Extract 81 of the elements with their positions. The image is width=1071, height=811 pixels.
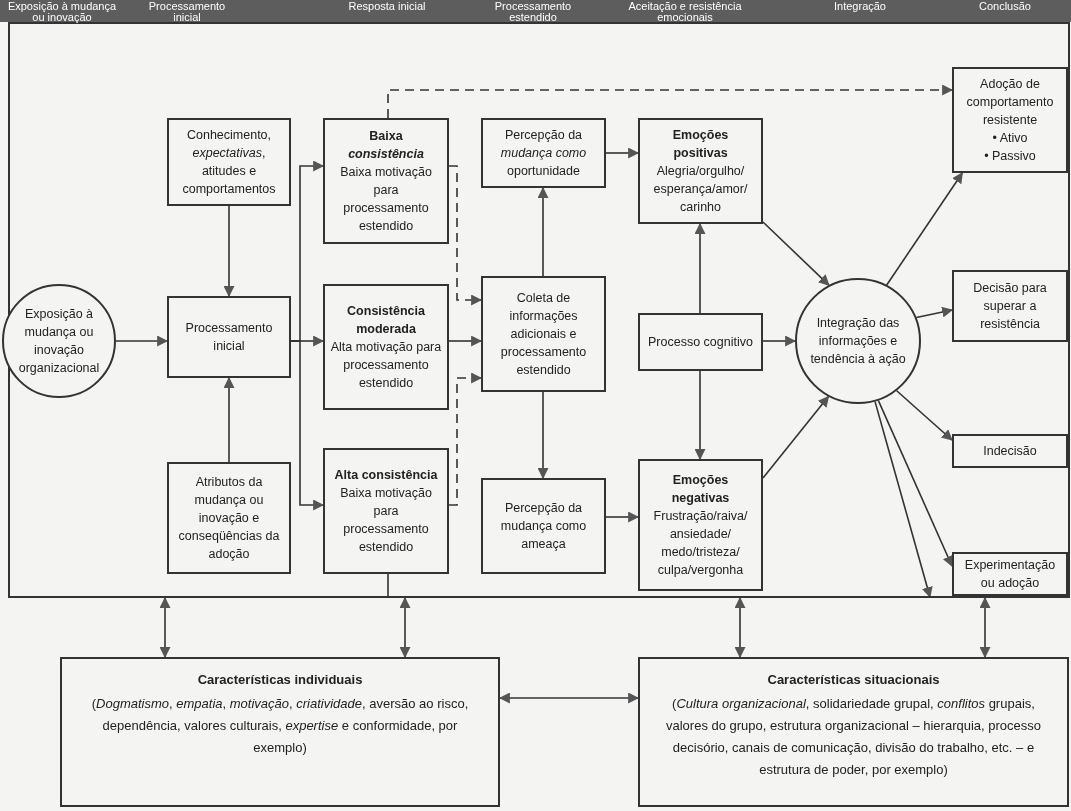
column-heading: Processamento inicial: [147, 1, 227, 22]
box-text: Alta motivação para processamento estendido: [330, 339, 442, 392]
box-text: • Ativo: [992, 130, 1028, 147]
box-text: Percepção da mudança como oportunidade: [499, 127, 588, 180]
arrow: [874, 400, 933, 599]
arrow: [537, 391, 549, 480]
box-text: Processamento inicial: [184, 320, 274, 355]
arrow: [895, 389, 953, 441]
arrow: [537, 186, 549, 277]
arrow: [448, 335, 483, 347]
process-box: [952, 67, 1068, 173]
box-text: Processo cognitivo: [648, 334, 753, 351]
box-text: Alegria/orgulho/ esperança/amor/ carinho: [652, 163, 749, 216]
column-heading: Resposta inicial: [347, 1, 427, 12]
process-box: [952, 434, 1068, 468]
arrow: [605, 147, 640, 159]
box-text: (Cultura organizacional, solidariedade grupal, conflitos grupais, valores do grupo, estrutura organizacional – hierarquia, processo decisório, canais de comunicação, divisão do trabalho, etc. – e estrutura de poder, por exemplo): [664, 695, 1043, 779]
process-box: [481, 478, 606, 574]
box-heading: Baixa consistência: [347, 128, 425, 163]
box-heading: Emoções negativas: [670, 472, 731, 507]
box-text: Indecisão: [983, 443, 1037, 460]
arrow: [694, 370, 706, 461]
box-heading: Consistência moderada: [346, 303, 426, 338]
box-text: Experimentação ou adoção: [963, 557, 1057, 592]
process-box: [167, 462, 291, 574]
box-text: Atributos da mudança ou inovação e conseqüências da adoção: [177, 474, 281, 563]
box-text: Coleta de informações adicionais e processamento estendido: [499, 290, 588, 379]
arrow: [387, 84, 954, 119]
process-box: [481, 276, 606, 392]
column-heading: Exposição à mudança ou inovação: [6, 1, 118, 22]
process-box: [323, 284, 449, 410]
box-text: Integração das informações e tendência à ação: [809, 315, 907, 368]
box-text: Adoção de comportamento resistente: [965, 76, 1055, 129]
box-text: Baixa motivação para processamento estendido: [339, 164, 433, 235]
arrow: [115, 335, 169, 347]
process-box: [167, 118, 291, 206]
box-text: Exposição à mudança ou inovação organizacional: [17, 306, 101, 377]
process-box: [323, 118, 449, 244]
arrow: [915, 306, 954, 319]
arrow: [223, 205, 235, 298]
process-box: [952, 552, 1068, 596]
process-box: [323, 448, 449, 574]
arrow: [448, 372, 483, 506]
arrow: [885, 172, 964, 286]
box-text: Frustração/raiva/ ansiedade/ medo/tristeza/ culpa/vergonha: [652, 508, 749, 579]
process-box: [952, 270, 1068, 342]
box-text: (Dogmatismo, empatia, motivação, criatividade, aversão ao risco, dependência, valores culturais, expertise e conformidade, por exemplo): [90, 695, 470, 757]
connector-line: [387, 573, 389, 599]
box-text: Percepção da mudança como ameaça: [499, 500, 588, 553]
arrow: [399, 596, 411, 659]
arrow: [762, 395, 830, 479]
box-text: Decisão para superar a resistência: [972, 280, 1048, 333]
process-box: [638, 657, 1069, 807]
process-box: [481, 118, 606, 188]
arrow: [290, 340, 325, 511]
box-text: • Passivo: [984, 148, 1036, 165]
box-heading: Características situacionais: [767, 671, 940, 689]
column-heading: Conclusão: [978, 1, 1032, 12]
process-box: [638, 313, 763, 371]
arrow: [762, 335, 797, 347]
process-box: [60, 657, 500, 807]
arrow: [877, 399, 953, 567]
column-heading: Aceitação e resistência emocionais: [627, 1, 743, 22]
process-box: [638, 459, 763, 591]
arrow: [223, 376, 235, 463]
box-heading: Características individuais: [197, 671, 363, 689]
arrow: [734, 596, 746, 659]
box-heading: Alta consistência: [334, 467, 438, 484]
column-heading: Integração: [833, 1, 887, 12]
box-text: Conhecimento, expectativas, atitudes e comportamentos: [181, 127, 277, 198]
process-box: [167, 296, 291, 378]
box-heading: Emoções positivas: [671, 127, 730, 162]
arrow: [448, 165, 483, 306]
arrow: [605, 511, 640, 523]
arrow: [694, 222, 706, 314]
column-heading: Processamento estendido: [493, 1, 573, 22]
box-text: Baixa motivação para processamento estendido: [339, 485, 433, 556]
process-box: [638, 118, 763, 224]
arrow: [979, 596, 991, 659]
arrow: [159, 596, 171, 659]
arrow: [762, 221, 830, 286]
